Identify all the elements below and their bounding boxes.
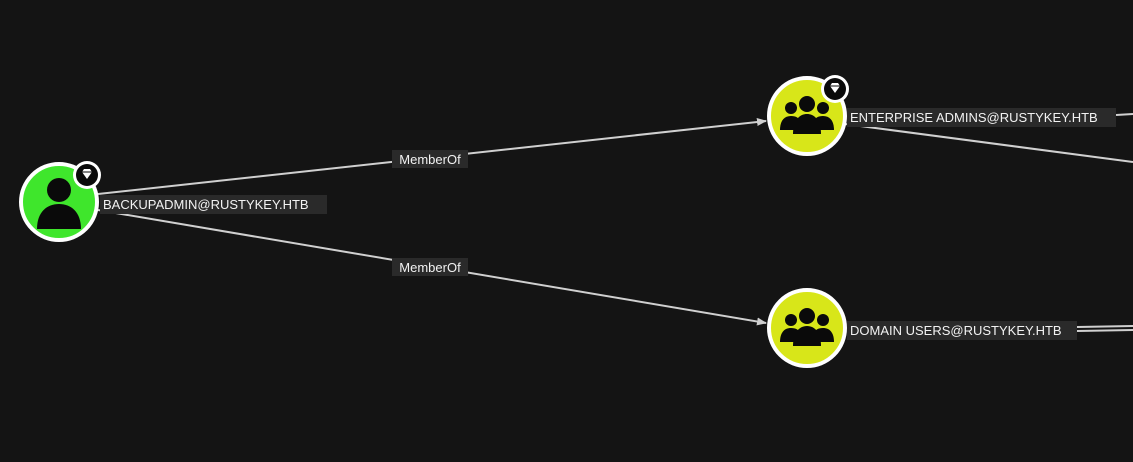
node-label-bg — [100, 195, 327, 214]
offscreen-edges — [844, 113, 1133, 332]
offscreen-edge-enterprise-admins-down[interactable] — [844, 123, 1133, 163]
offscreen-edge-domain-users-right-2[interactable] — [1076, 329, 1133, 332]
node-label-bg — [847, 108, 1116, 127]
node-label: BACKUPADMIN@RUSTYKEY.HTB — [103, 197, 309, 212]
edge-label-bg — [392, 150, 468, 168]
edge-memberof-domain-users[interactable]: MemberOf — [97, 209, 767, 326]
node-enterprise-admins[interactable]: ENTERPRISE ADMINS@RUSTYKEY.HTB — [767, 75, 1116, 156]
diamond-badge-icon — [73, 161, 101, 189]
node-domain-users[interactable]: DOMAIN USERS@RUSTYKEY.HTB — [767, 288, 1077, 368]
node-label: DOMAIN USERS@RUSTYKEY.HTB — [850, 323, 1062, 338]
offscreen-edge-enterprise-admins-right[interactable] — [1115, 113, 1133, 116]
node-label: ENTERPRISE ADMINS@RUSTYKEY.HTB — [850, 110, 1098, 125]
group-icon — [780, 308, 834, 346]
offscreen-edge-domain-users-right-1[interactable] — [1076, 325, 1133, 328]
node-backupadmin[interactable]: BACKUPADMIN@RUSTYKEY.HTB — [19, 161, 327, 242]
edge-label: MemberOf — [399, 152, 461, 167]
edge-label-bg — [392, 258, 468, 276]
diamond-badge-icon — [821, 75, 849, 103]
node-label-bg — [847, 321, 1077, 340]
edge-memberof-enterprise-admins[interactable]: MemberOf — [97, 118, 767, 195]
user-icon — [37, 178, 81, 229]
group-icon — [780, 96, 834, 134]
edge-label: MemberOf — [399, 260, 461, 275]
